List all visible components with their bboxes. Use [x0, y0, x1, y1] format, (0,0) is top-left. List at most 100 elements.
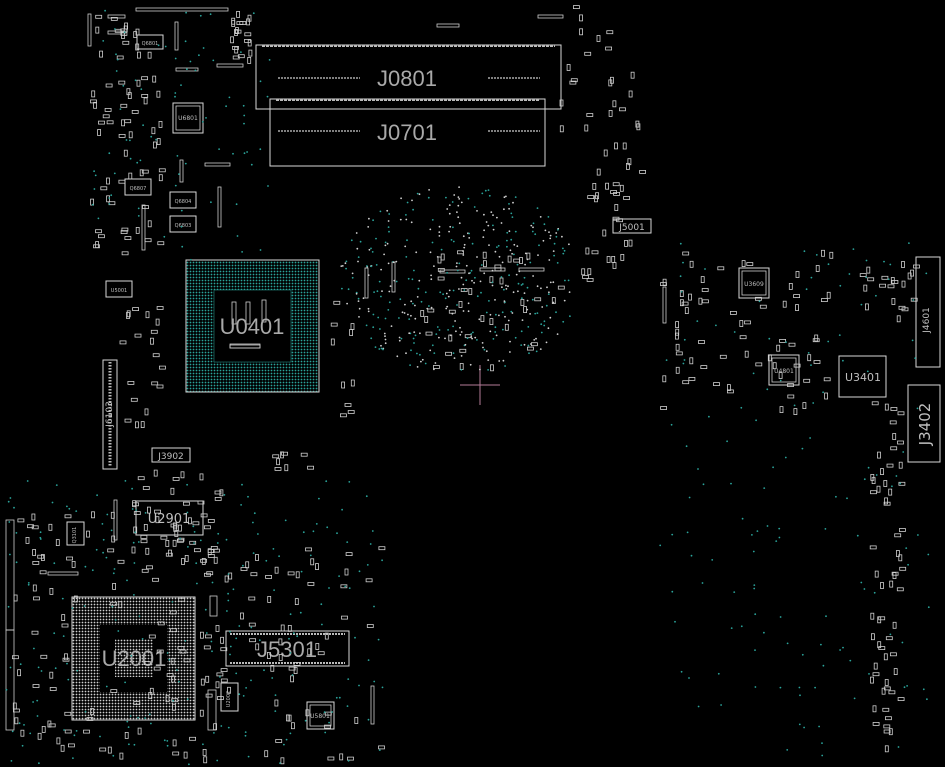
- via: [545, 341, 548, 344]
- part-q6801[interactable]: Q6801: [136, 34, 164, 50]
- via: [39, 538, 42, 540]
- part-q6807[interactable]: Q6807: [124, 178, 152, 196]
- via: [542, 239, 545, 242]
- via: [141, 638, 144, 640]
- connector-j3902[interactable]: J3902: [151, 447, 191, 463]
- via: [265, 559, 268, 562]
- connector-j5301[interactable]: J5301: [225, 630, 350, 667]
- via: [489, 330, 492, 333]
- chip-u2901[interactable]: U2901: [135, 500, 204, 536]
- via: [779, 379, 782, 382]
- smd-pad: [106, 177, 110, 185]
- via: [108, 152, 111, 155]
- via: [470, 333, 473, 335]
- via: [868, 673, 870, 675]
- via: [142, 124, 145, 127]
- chip-u6801[interactable]: U6801: [172, 102, 204, 134]
- via: [426, 307, 429, 310]
- connector-j4601[interactable]: J4601: [915, 256, 941, 368]
- via: [388, 301, 391, 304]
- chip-u3401[interactable]: U3401: [838, 355, 887, 398]
- via: [274, 694, 277, 696]
- smd-pad: [137, 476, 145, 481]
- smd-pad: [340, 584, 348, 589]
- via: [444, 297, 447, 300]
- chip-u4801[interactable]: U4801: [768, 354, 800, 386]
- via: [410, 314, 412, 317]
- via: [552, 250, 555, 253]
- via: [485, 350, 488, 353]
- via: [357, 260, 359, 263]
- via: [427, 196, 430, 199]
- via: [494, 299, 496, 301]
- smd-pad: [504, 323, 509, 331]
- part-q3101[interactable]: Q3101: [66, 521, 85, 546]
- via: [501, 261, 504, 264]
- smd-pad: [880, 468, 884, 476]
- connector-j0701[interactable]: J0701: [269, 98, 546, 167]
- part-q6804[interactable]: Q6804: [169, 191, 197, 209]
- smd-pad: [378, 745, 385, 750]
- connector-j6103[interactable]: J6103: [102, 359, 118, 470]
- chip-u3609[interactable]: U3609: [738, 267, 770, 299]
- smd-pad: [95, 26, 100, 34]
- via: [445, 292, 448, 295]
- smd-pad: [121, 227, 129, 232]
- via: [424, 362, 427, 365]
- via: [875, 294, 877, 297]
- smd-pad: [202, 749, 207, 756]
- via: [502, 328, 504, 331]
- connector-j0801[interactable]: J0801: [255, 44, 562, 110]
- smd-pad: [95, 14, 103, 19]
- via: [125, 139, 128, 141]
- smd-pad: [204, 162, 231, 167]
- part-q6803[interactable]: Q6803: [169, 215, 197, 233]
- chip-u0401[interactable]: U0401: [185, 259, 320, 393]
- part-u2002[interactable]: U2002: [220, 682, 239, 712]
- via: [460, 355, 463, 357]
- via: [315, 523, 318, 525]
- via: [680, 670, 683, 673]
- via: [104, 9, 106, 12]
- via: [252, 12, 255, 15]
- via: [483, 213, 485, 216]
- smd-pad: [136, 51, 141, 59]
- via: [755, 419, 757, 422]
- smd-pad: [49, 588, 54, 595]
- smd-pad: [898, 481, 906, 486]
- smd-pad: [886, 463, 894, 468]
- smd-pad: [160, 535, 168, 540]
- via: [388, 290, 391, 293]
- smd-pad: [131, 110, 139, 114]
- smd-pad: [247, 57, 252, 64]
- smd-pad: [457, 250, 464, 255]
- smd-pad: [149, 687, 154, 695]
- via: [123, 31, 126, 34]
- via: [381, 559, 383, 562]
- smd-pad: [898, 305, 906, 310]
- via: [382, 348, 384, 351]
- via: [196, 582, 198, 585]
- label-j6103: J6103: [105, 401, 115, 428]
- via: [13, 506, 15, 509]
- smd-pad: [117, 559, 125, 564]
- via: [683, 338, 686, 341]
- smd-pad: [104, 108, 112, 112]
- smd-pad: [821, 298, 828, 303]
- smd-pad: [741, 260, 746, 268]
- smd-pad: [341, 381, 346, 389]
- smd-pad: [688, 376, 696, 381]
- via: [288, 637, 290, 640]
- connector-j5001[interactable]: J5001: [612, 218, 652, 234]
- smd-pad: [40, 654, 48, 659]
- connector-j3402[interactable]: J3402: [907, 384, 941, 463]
- via: [54, 667, 57, 670]
- via: [357, 297, 360, 300]
- part-u5001[interactable]: U5001: [105, 280, 133, 298]
- via: [491, 281, 494, 284]
- via: [414, 304, 416, 307]
- via: [688, 496, 691, 499]
- via: [466, 337, 469, 340]
- smd-pad: [249, 638, 257, 643]
